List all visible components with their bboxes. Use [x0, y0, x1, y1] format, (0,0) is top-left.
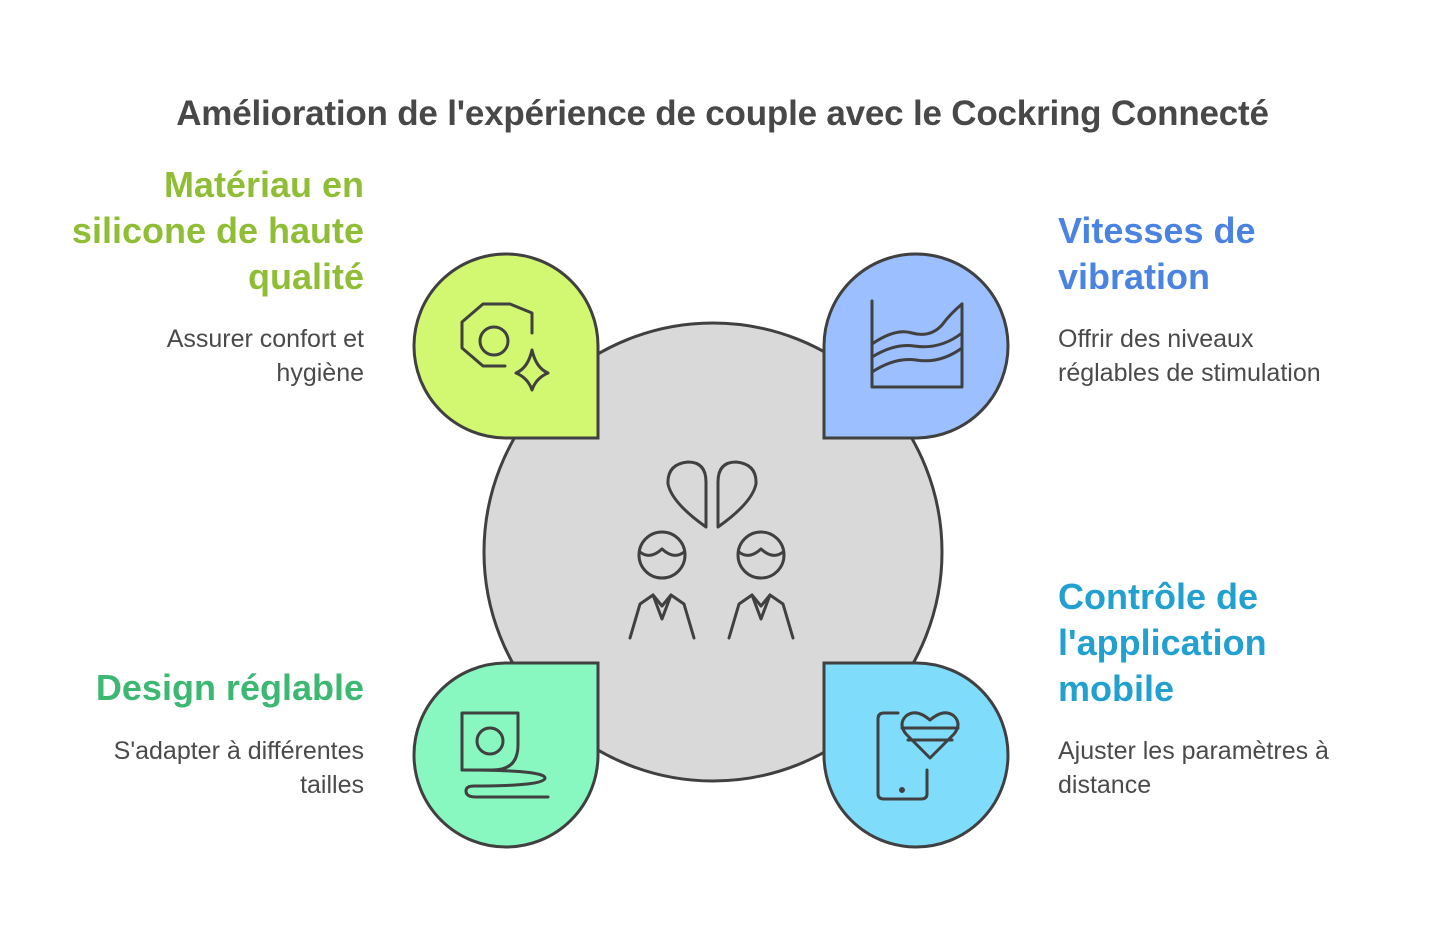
phone-heart-icon — [876, 711, 960, 801]
petal-bottom-right — [822, 661, 1010, 849]
desc-vibration: Offrir des niveaux réglables de stimulat… — [1058, 325, 1321, 387]
desc-silicone: Assurer confort et hygiène — [166, 325, 364, 387]
desc-app-control: Ajuster les paramètres à distance — [1058, 737, 1329, 799]
measuring-tape-icon — [460, 711, 550, 799]
couple-broken-heart-icon — [628, 460, 795, 640]
desc-design: S'adapter à différentes tailles — [113, 737, 364, 799]
heading-silicone: Matériau en silicone de haute qualité — [71, 164, 364, 297]
vibration-chart-icon — [870, 299, 964, 389]
heading-app-control: Contrôle de l'application mobile — [1058, 576, 1267, 709]
petal-bottom-left — [412, 661, 600, 849]
diagram-title: Amélioration de l'expérience de couple a… — [176, 94, 1269, 133]
heading-design: Design réglable — [95, 667, 364, 708]
silicone-material-icon — [460, 302, 550, 392]
heading-vibration: Vitesses de vibration — [1058, 210, 1256, 297]
